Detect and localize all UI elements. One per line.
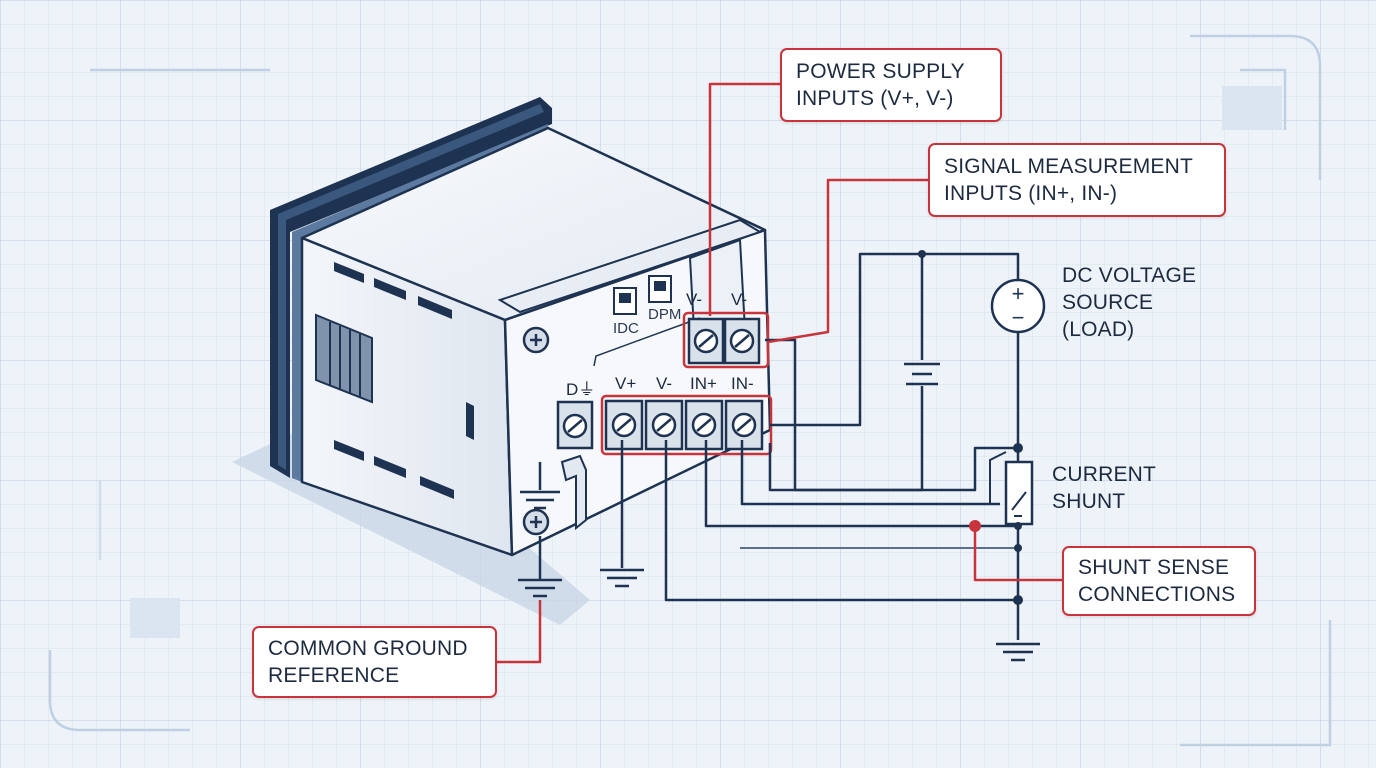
label-line: SOURCE: [1062, 291, 1154, 314]
source-plus-sign: +: [1012, 281, 1025, 306]
callout-leaders: [497, 82, 1062, 664]
callout-line: SHUNT SENSE: [1078, 556, 1230, 579]
label-line: SHUNT: [1052, 490, 1126, 513]
switch-label-dpm: DPM: [648, 306, 682, 323]
screw-terminal: [684, 399, 724, 451]
callout-line: POWER SUPPLY: [796, 60, 965, 83]
current-shunt-icon: [989, 451, 1034, 526]
dip-switches: [593, 275, 701, 367]
battery-icon: [904, 362, 940, 386]
callout-line: COMMON GROUND: [268, 637, 468, 660]
label-line: (LOAD): [1062, 318, 1135, 341]
side-terminal-label: D⏚: [566, 380, 596, 399]
ground-icon: [520, 490, 560, 510]
label-line: CURRENT: [1052, 463, 1157, 486]
callout-power-supply-inputs: POWER SUPPLY INPUTS (V+, V-): [780, 48, 1002, 122]
top-terminal-block: [687, 317, 761, 365]
top-terminal-label-1: V-: [686, 290, 703, 309]
screw-icon: [522, 326, 550, 354]
ground-icon: [600, 568, 644, 588]
top-terminal-label-2: V-: [731, 290, 748, 309]
switch-label-idc: IDC: [613, 320, 639, 337]
screw-terminal: [723, 317, 761, 365]
mounting-clip: [315, 313, 373, 404]
callout-line: REFERENCE: [268, 664, 400, 687]
callout-line: INPUTS (IN+, IN-): [944, 182, 1118, 205]
screw-terminal: [644, 399, 684, 451]
bottom-terminal-block: [604, 399, 764, 451]
screw-icon: [522, 508, 550, 536]
ground-icon: [996, 642, 1040, 662]
bottom-terminal-label-inplus: IN+: [690, 374, 717, 393]
callout-shunt-sense-connections: SHUNT SENSE CONNECTIONS: [1062, 546, 1256, 616]
callout-line: SIGNAL MEASUREMENT: [944, 155, 1194, 178]
screw-terminal: [687, 317, 725, 365]
callout-common-ground-reference: COMMON GROUND REFERENCE: [252, 626, 497, 698]
callout-line: INPUTS (V+, V-): [796, 87, 954, 110]
decorative-frame: [48, 34, 1332, 747]
source-minus-sign: −: [1012, 305, 1025, 330]
bottom-terminal-label-vplus: V+: [615, 374, 637, 393]
bottom-terminal-label-inminus: IN-: [731, 374, 754, 393]
shunt-sense-dot: [969, 520, 981, 532]
callout-signal-measurement-inputs: SIGNAL MEASUREMENT INPUTS (IN+, IN-): [928, 143, 1226, 217]
label-line: DC VOLTAGE: [1062, 264, 1197, 287]
ground-icon: [518, 578, 562, 598]
callout-line: CONNECTIONS: [1078, 583, 1236, 606]
bottom-terminal-label-vminus: V-: [656, 374, 673, 393]
circuit-wires: [538, 252, 1020, 640]
junction-dots: [918, 250, 1023, 605]
dc-source-icon: + −: [990, 278, 1046, 334]
current-shunt-label: CURRENT SHUNT: [1052, 461, 1156, 515]
screw-terminal: [604, 399, 644, 451]
side-terminal: [556, 400, 594, 450]
vent-slots: [334, 262, 474, 499]
dc-voltage-source-label: DC VOLTAGE SOURCE (LOAD): [1062, 262, 1196, 343]
screw-terminal: [724, 399, 764, 451]
